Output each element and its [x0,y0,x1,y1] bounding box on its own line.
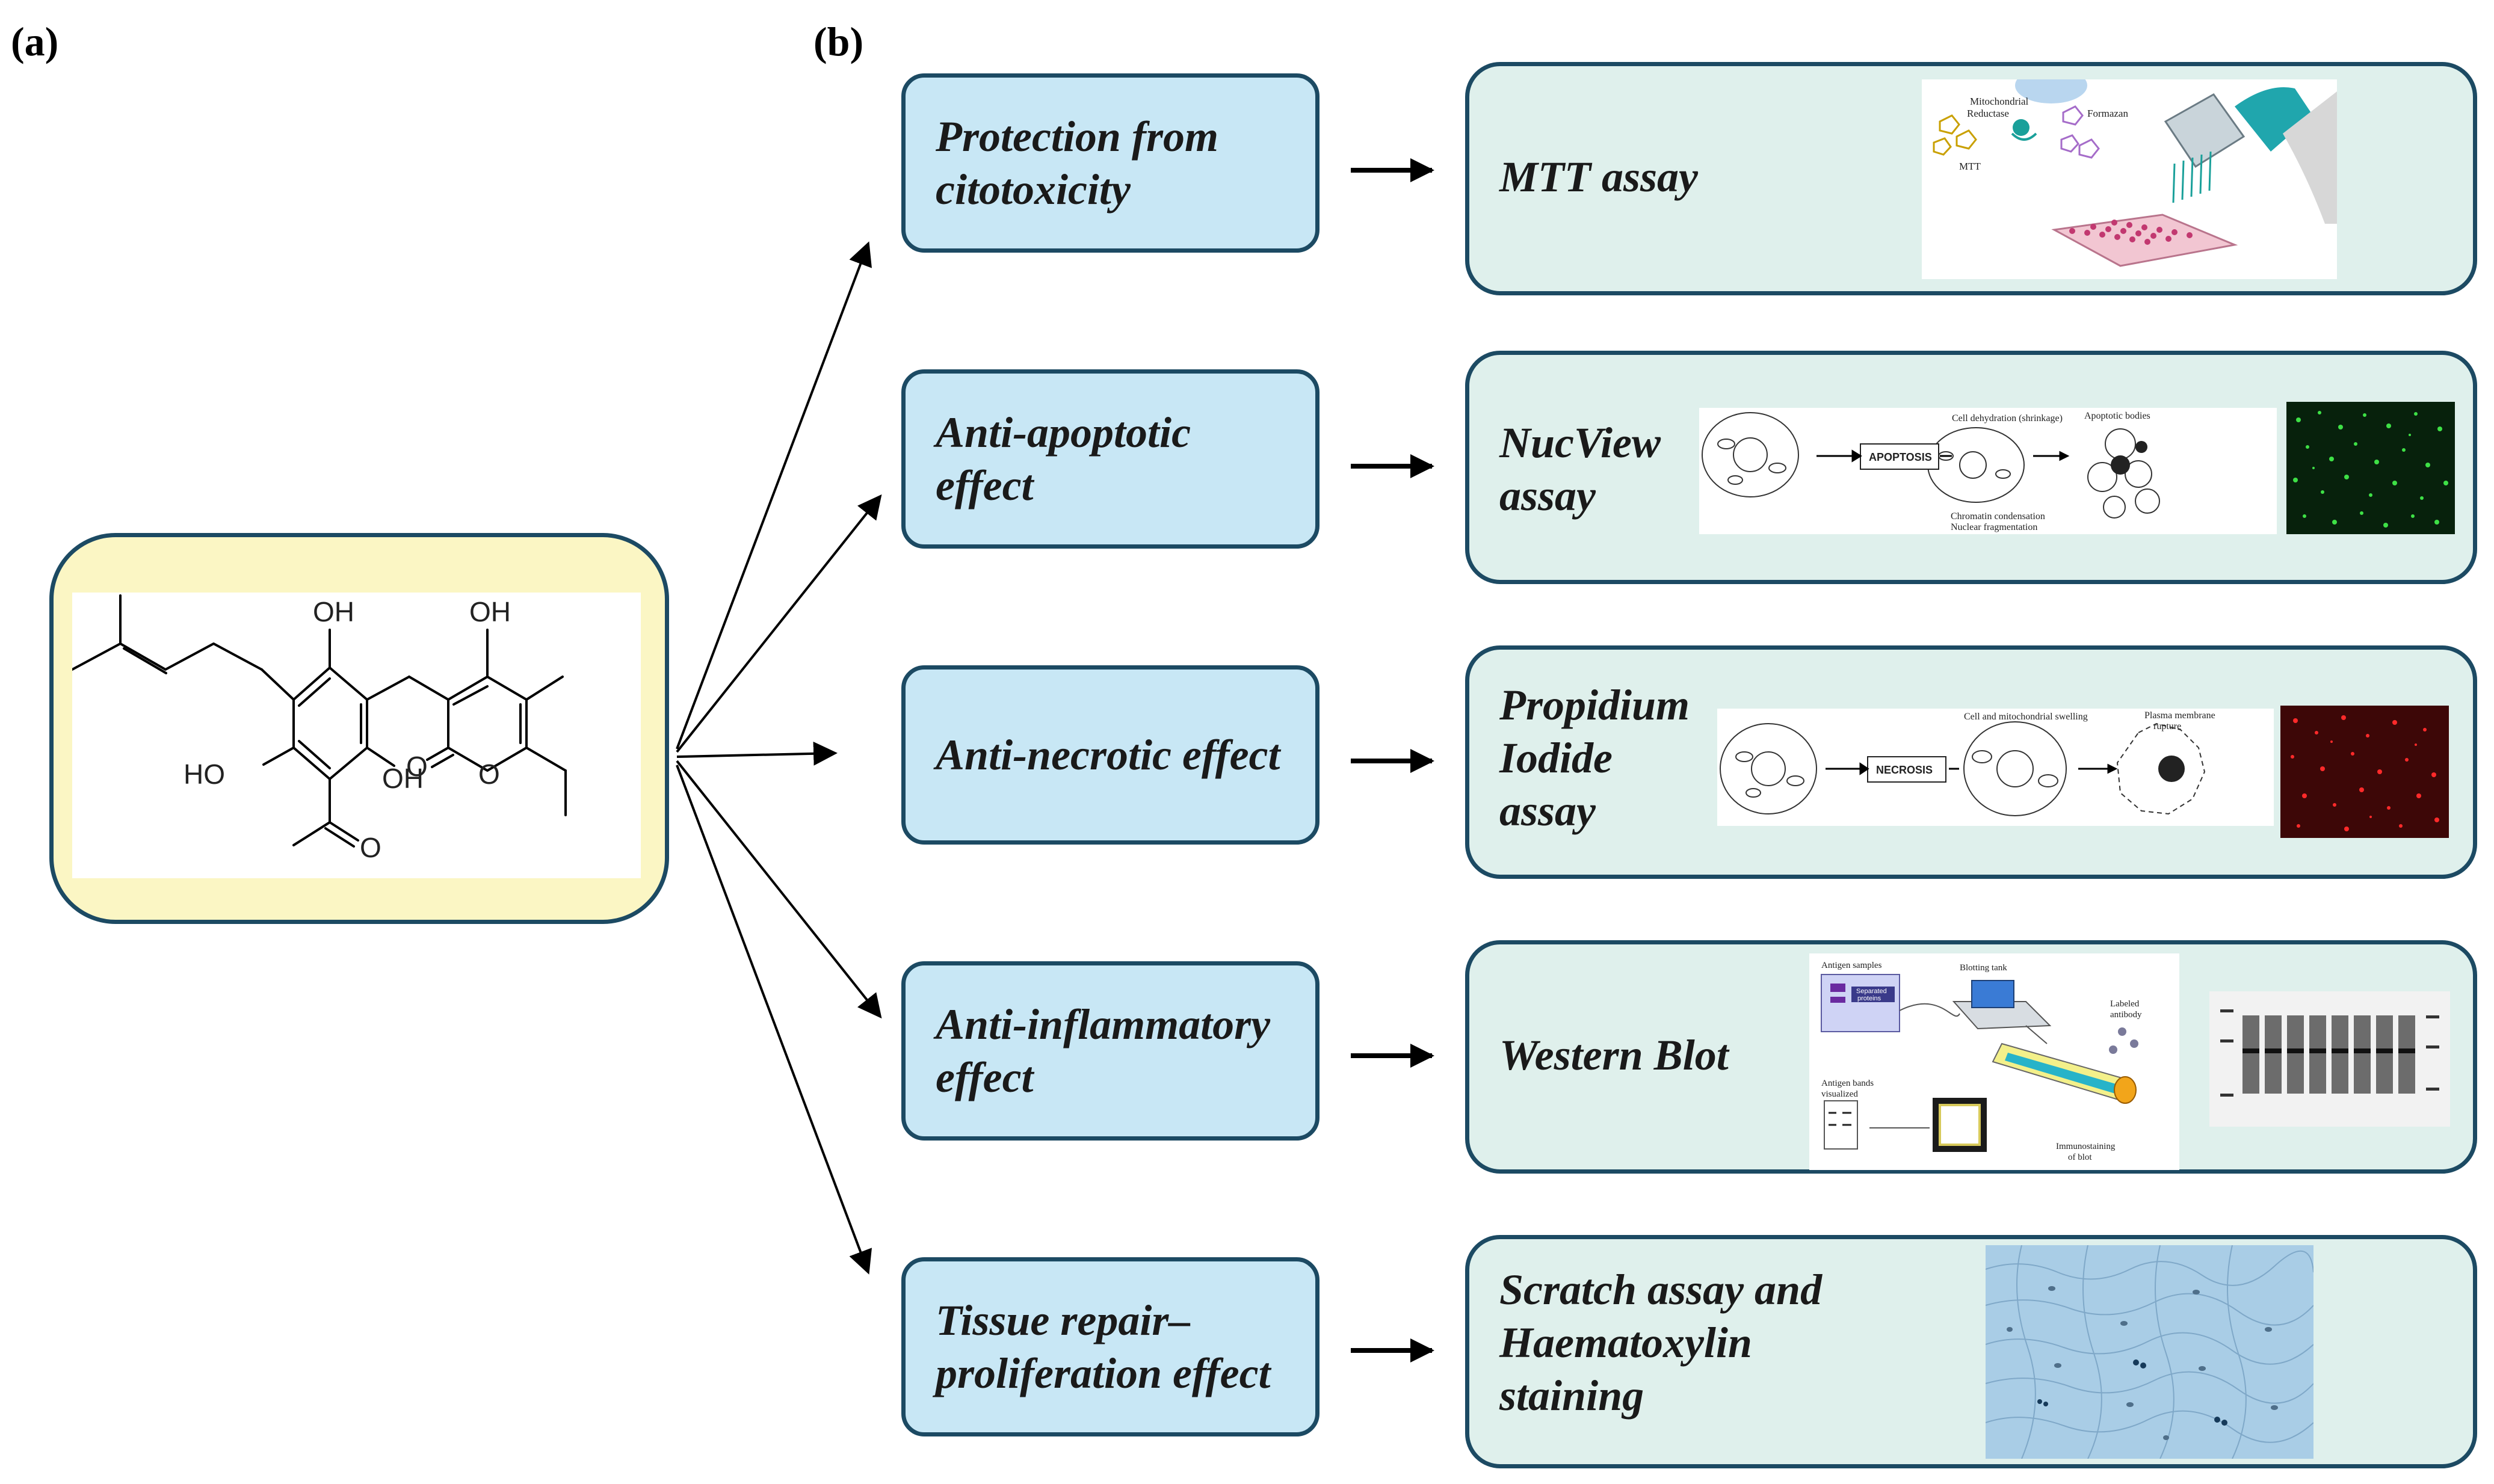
nucview-label-apoptosis: APOPTOSIS [1869,451,1932,463]
nucview-fluorescence-image [2286,402,2455,534]
nucview-label-dehydration: Cell dehydration (shrinkage) [1952,413,2063,423]
wb-illustration: Antigen samples Blotting tank Labeled an… [1809,953,2179,1170]
arrow-to-antiapoptotic [676,494,882,753]
pi-illustration: NECROSIS Cell and mitochondrial swelling… [1717,709,2274,826]
scratch-micrograph-image [1986,1245,2313,1459]
wb-label-immuno2: of blot [2068,1153,2092,1162]
label-oh-top-right: OH [469,596,511,627]
mtt-label-reductase: Reductase [1967,108,2009,119]
nucview-label-chromatin: Chromatin condensation [1951,511,2045,522]
wb-label-separated1: Separated [1856,988,1887,995]
effect-box-tissuerepair: Tissue repair–proliferation effect [901,1257,1320,1436]
arrow-to-antiinflammatory [676,760,882,1019]
wb-label-bands2: visualized [1821,1089,1858,1099]
wb-label-bands1: Antigen bands [1821,1079,1874,1088]
assay-box-mtt: MTT assay Mitochondrial Reductase Formaz… [1465,62,2477,295]
mtt-label-mtt: MTT [1959,161,1981,172]
wb-label-tank: Blotting tank [1960,963,2007,973]
label-o-ring: O [478,759,500,790]
label-oh-top-left: OH [313,596,354,627]
label-o-carbonyl: O [406,751,428,782]
nucview-label-nuclear: Nuclear fragmentation [1951,522,2037,532]
assay-title-mtt: MTT assay [1499,153,1698,201]
pi-fluorescence-image [2280,706,2449,838]
wb-label-antigen: Antigen samples [1821,961,1882,970]
pi-label-plasma1: Plasma membrane [2144,710,2215,721]
panel-label-a: (a) [11,19,59,64]
mtt-label-mito: Mitochondrial [1970,96,2029,107]
effect-text-antinecrotic: Anti-necrotic effect [936,731,1280,779]
mtt-label-formazan: Formazan [2087,108,2128,119]
label-oh-bottom: OH [382,763,424,794]
pi-label-swelling: Cell and mitochondrial swelling [1964,712,2088,722]
pi-label-necrosis: NECROSIS [1876,764,1933,776]
arrow-to-antinecrotic [676,741,838,766]
wb-label-labeled2: antibody [2110,1010,2142,1020]
assay-title-wb: Western Blot [1499,1031,1729,1079]
wb-label-immuno1: Immunostaining [2056,1142,2116,1151]
wb-label-separated2: proteins [1857,995,1881,1002]
assay-box-wb: Western Blot Antigen samples Blotting ta… [1465,940,2477,1174]
panel-label-b: (b) [813,19,864,64]
wb-label-labeled1: Labeled [2110,999,2140,1009]
pi-label-plasma2: rupture [2153,721,2181,731]
effect-text-tissuerepair: Tissue repair–proliferation effect [936,1296,1271,1397]
mtt-illustration: Mitochondrial Reductase Formazan MTT [1922,79,2337,279]
effect-box-antinecrotic: Anti-necrotic effect [901,665,1320,845]
nucview-illustration: APOPTOSIS Cell dehydration (shrinkage) A… [1699,408,2277,534]
label-o-acetyl: O [360,832,381,863]
molecule-structure: OH OH HO OH O O O [72,593,641,878]
wb-blot-image [2209,991,2450,1127]
arrow-to-protection [676,241,872,750]
arrow-to-tissuerepair [676,765,872,1275]
label-ho: HO [184,759,225,790]
nucview-label-bodies: Apoptotic bodies [2084,411,2150,421]
